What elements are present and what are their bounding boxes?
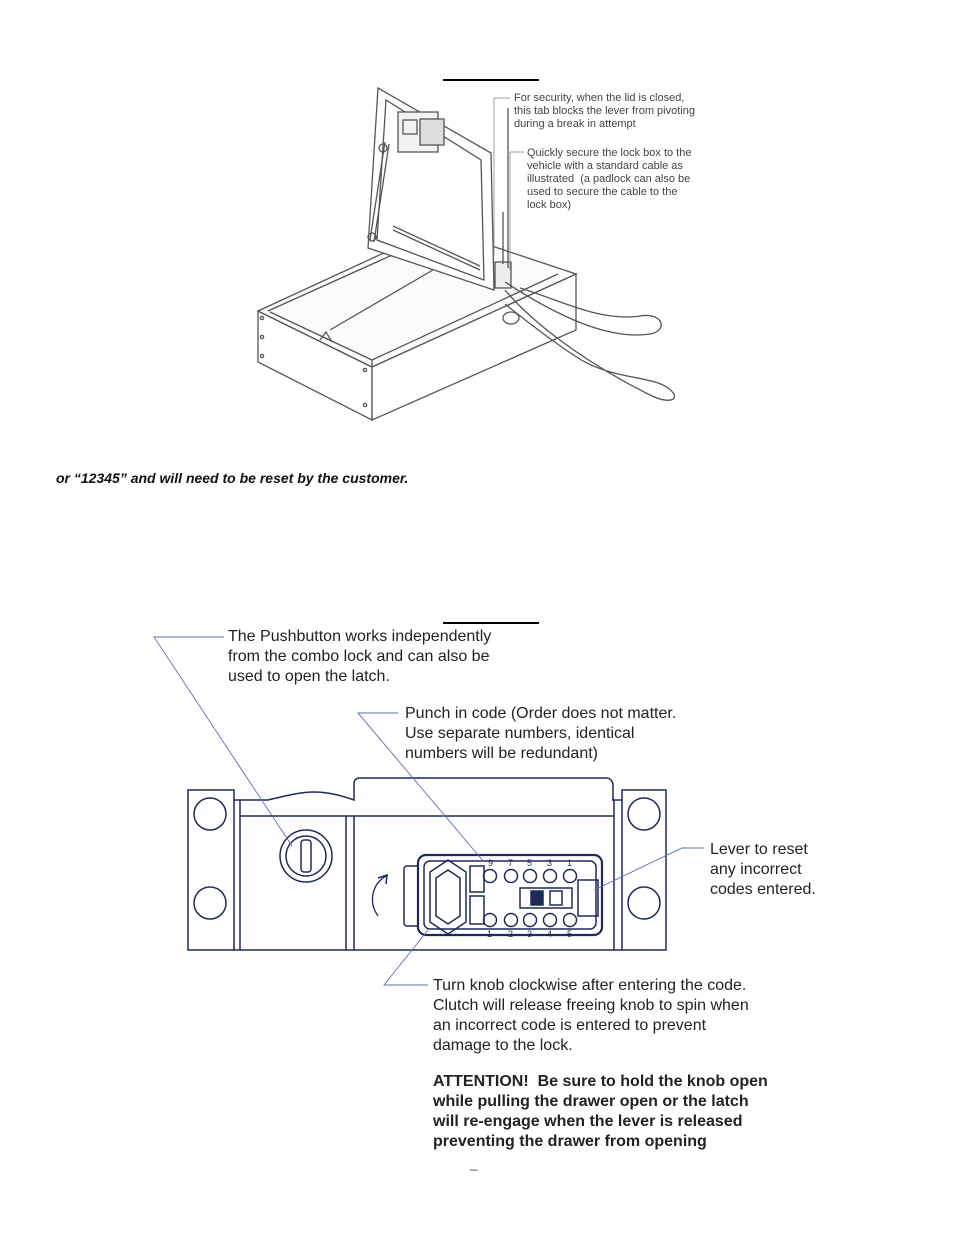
keypad-top-digit: 3	[547, 858, 552, 868]
punch-code-callout: Punch in code (Order does not matter. Us…	[405, 705, 677, 762]
keypad-bottom-digit: 1	[487, 929, 492, 939]
keypad-top-digit: 1	[567, 858, 572, 868]
keypad-top-digit: 5	[527, 858, 532, 868]
security-tab-callout: For security, when the lid is closed, th…	[514, 92, 695, 130]
keypad-bottom-digit: 4	[547, 929, 552, 939]
figure2-title-rule	[443, 622, 539, 624]
keypad-bottom-digit: 3	[527, 929, 532, 939]
keypad-top-digit: 9	[488, 858, 493, 868]
attention-callout: ATTENTION! Be sure to hold the knob open…	[433, 1073, 768, 1150]
reset-note-text: or “12345” and will need to be reset by …	[56, 470, 409, 486]
pushbutton-callout: The Pushbutton works independently from …	[228, 628, 492, 685]
cable-secure-callout: Quickly secure the lock box to the vehic…	[527, 147, 692, 211]
keypad-bottom-digit: 2	[508, 929, 513, 939]
lockbox-illustration	[256, 86, 675, 422]
figure1-title-rule	[443, 79, 539, 81]
keypad-top-digit: 7	[508, 858, 513, 868]
turn-knob-callout: Turn knob clockwise after entering the c…	[433, 977, 749, 1054]
keypad-bottom-digit: 5	[567, 929, 572, 939]
lever-reset-callout: Lever to reset any incorrect codes enter…	[710, 841, 816, 898]
page-marker: _	[470, 1156, 478, 1171]
